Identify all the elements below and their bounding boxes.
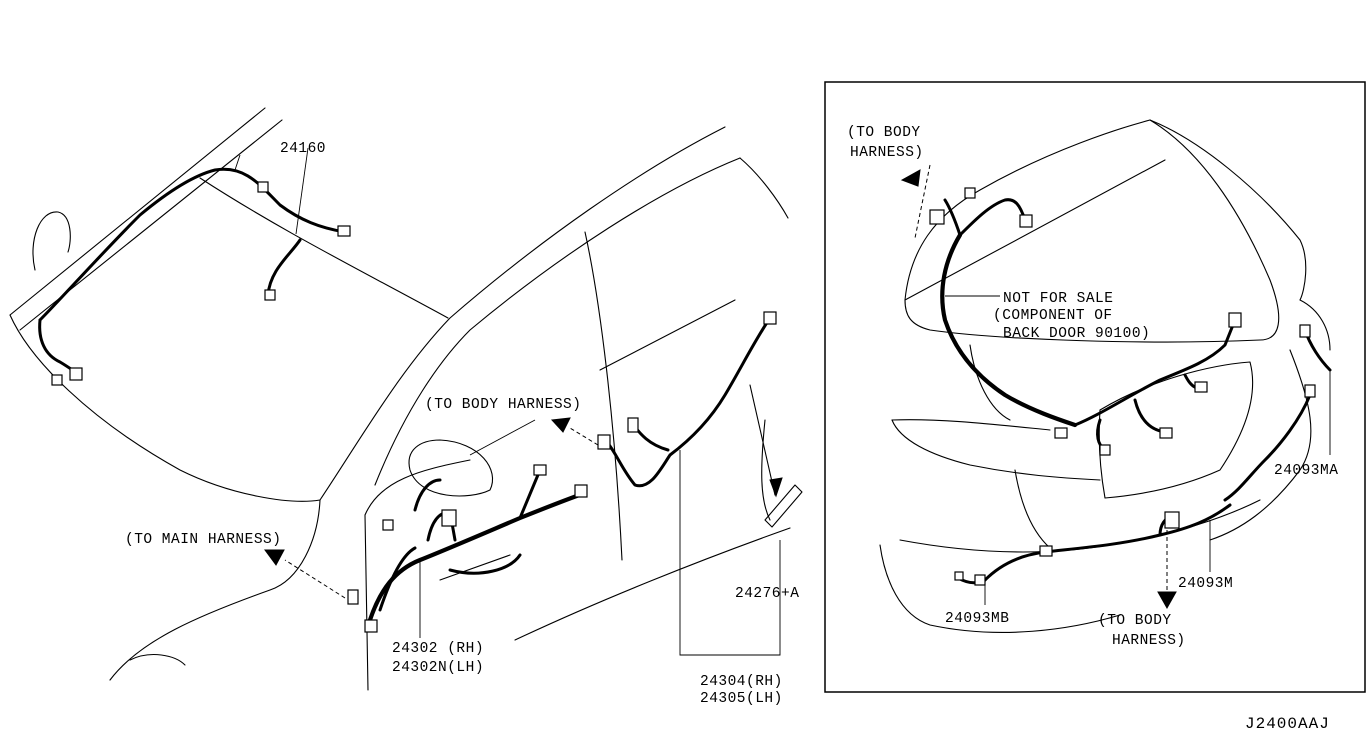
label-24302n-lh: 24302N(LH) (392, 660, 484, 676)
arrow-to-main-harness (264, 549, 285, 566)
arrow-to-body-harness-top (900, 169, 921, 187)
label-inset-to-body-harness-bottom-2: HARNESS) (1112, 633, 1186, 649)
label-24093m: 24093M (1178, 576, 1233, 592)
back-door-outline (879, 119, 1331, 633)
arrow-to-body-harness (550, 417, 571, 433)
inset-frame (824, 81, 1366, 693)
label-inset-to-body-harness-top-1: (TO BODY (847, 125, 921, 141)
label-inset-to-body-harness-bottom-1: (TO BODY (1098, 613, 1172, 629)
label-to-main-harness: (TO MAIN HARNESS) (125, 532, 281, 548)
label-24305-lh: 24305(LH) (700, 691, 783, 707)
harness-24302 (347, 464, 588, 638)
label-24160: 24160 (280, 141, 326, 157)
label-24302-rh: 24302 (RH) (392, 641, 484, 657)
label-to-body-harness: (TO BODY HARNESS) (425, 397, 581, 413)
harness-24093ma (1223, 324, 1332, 502)
label-24304-rh: 24304(RH) (700, 674, 783, 690)
harness-24093m-mb (954, 503, 1232, 605)
harness-24160 (38, 147, 351, 386)
label-not-for-sale-2: (COMPONENT OF (993, 308, 1113, 324)
harness-back-door (929, 187, 1242, 456)
label-24093ma: 24093MA (1274, 463, 1338, 479)
label-24276a: 24276+A (735, 586, 799, 602)
inset-pointers (900, 164, 1177, 610)
arrow-to-body-harness-bottom (1157, 591, 1177, 610)
label-not-for-sale-3: BACK DOOR 90100) (1003, 326, 1150, 342)
grommet-24276a (749, 384, 803, 528)
harness-24304 (597, 311, 781, 656)
label-inset-to-body-harness-top-2: HARNESS) (850, 145, 924, 161)
vehicle-body-outline (9, 107, 791, 691)
label-24093mb: 24093MB (945, 611, 1009, 627)
label-not-for-sale-1: NOT FOR SALE (1003, 291, 1113, 307)
diagram-id: J2400AAJ (1245, 715, 1330, 733)
main-view-pointers (264, 417, 599, 599)
